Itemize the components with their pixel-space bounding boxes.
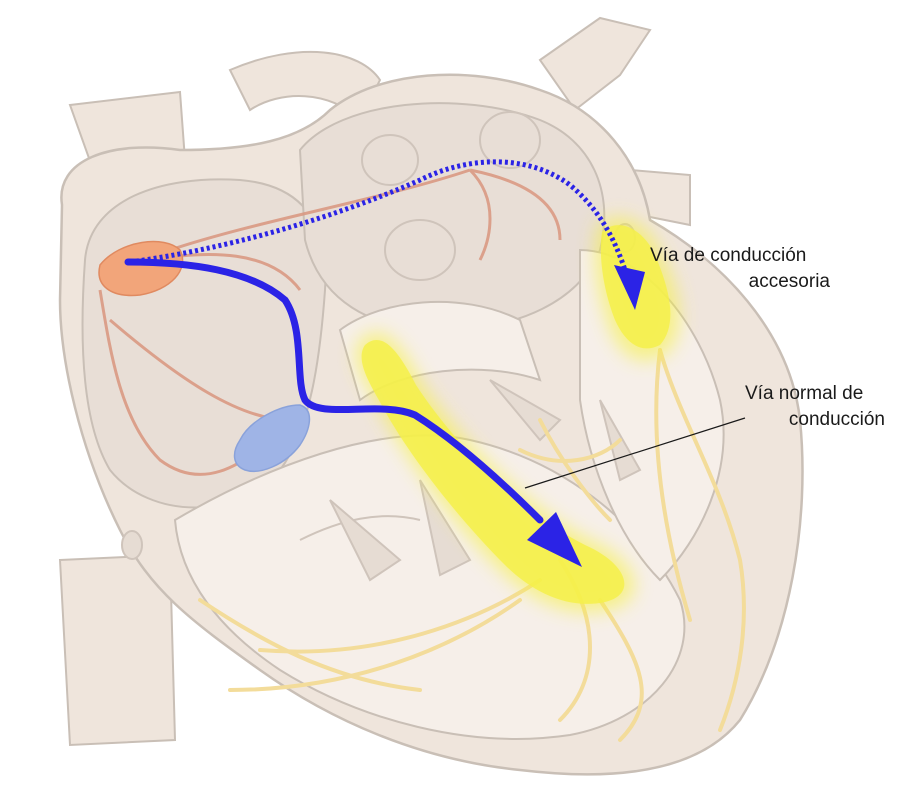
normal-conduction-path <box>124 258 544 524</box>
accessory-pathway-label-line1: Vía de conducción <box>650 245 807 266</box>
av-node <box>233 404 311 472</box>
accessory-pathway-label-line2: accesoria <box>748 271 830 292</box>
dashed-arrow-icon <box>614 265 645 310</box>
normal-pathway-label-line2: conducción <box>788 409 885 430</box>
normal-pathway-leader <box>524 417 746 489</box>
accessory-pathway-label: Vía de conducción accesoria <box>650 243 830 295</box>
normal-pathway-label-line1: Vía normal de <box>745 383 864 404</box>
arrow-icon <box>527 512 582 567</box>
purkinje-fibers <box>198 348 746 742</box>
normal-pathway-label: Vía normal de conducción <box>745 381 885 433</box>
heart-chambers <box>81 102 725 740</box>
accessory-conduction-path <box>129 159 628 271</box>
